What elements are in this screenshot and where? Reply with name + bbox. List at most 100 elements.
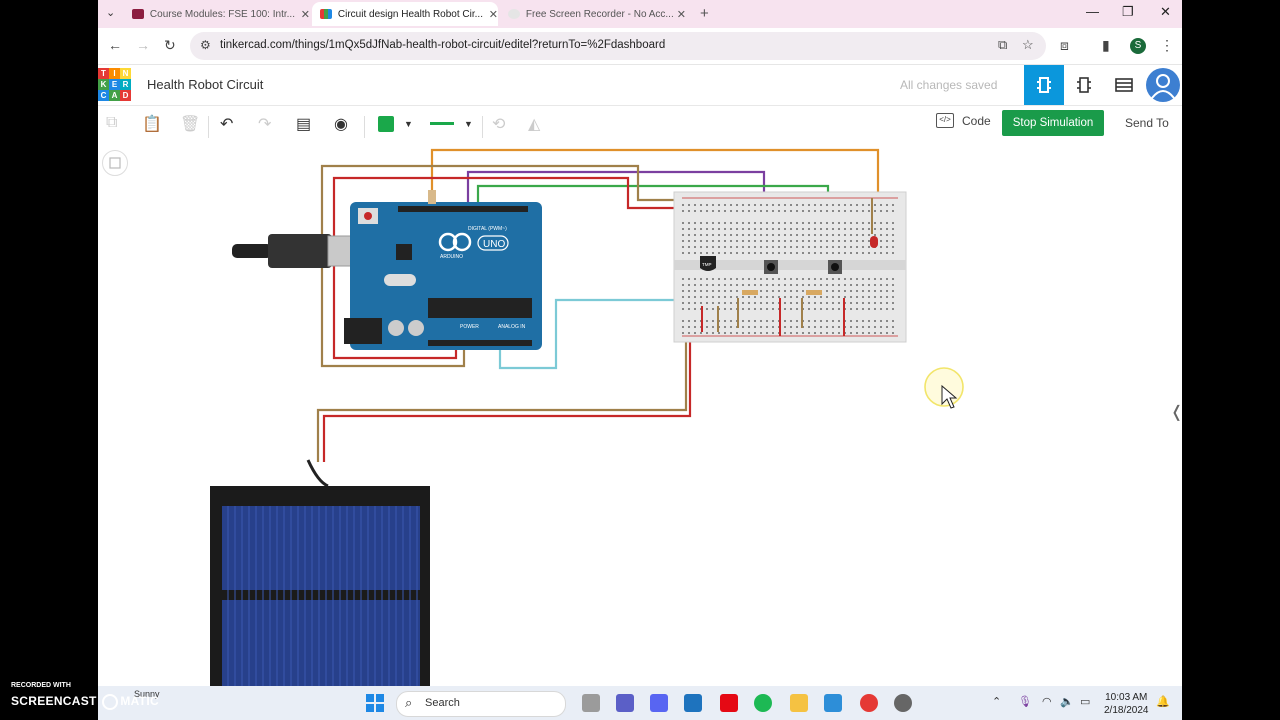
flip-icon[interactable]: ◭ [528,116,541,133]
design-title[interactable]: Health Robot Circuit [147,77,264,92]
circuit-view-button[interactable] [1024,65,1064,105]
power-label: POWER [460,324,479,330]
browser-window: ⌄ Course Modules: FSE 100: Intr... ✕ Cir… [98,0,1182,686]
tab-search-icon[interactable]: ⌄ [106,7,116,19]
zoom-to-fit-button[interactable] [102,150,128,176]
battery-icon[interactable]: ▭ [1080,696,1091,708]
weather-widget[interactable]: Sunny [134,689,160,700]
settings-app-icon[interactable] [824,694,842,712]
spotify-icon[interactable] [754,694,772,712]
windows-start-icon[interactable] [366,694,384,712]
mouse-cursor-icon [941,384,958,409]
reload-icon[interactable]: ↻ [164,37,176,53]
tab-bar: ⌄ Course Modules: FSE 100: Intr... ✕ Cir… [98,0,1182,28]
tab-course-modules[interactable]: Course Modules: FSE 100: Intr... ✕ [124,2,310,26]
usb-cable[interactable] [232,234,381,268]
menu-dots-icon[interactable]: ⋮ [1160,37,1174,53]
logo-letter: K [98,79,109,90]
tab-title: Course Modules: FSE 100: Intr... [149,8,295,20]
close-icon[interactable]: ✕ [488,8,498,21]
back-icon[interactable]: ← [108,37,122,53]
component-list-button[interactable] [1104,65,1144,105]
wire-brown-top[interactable] [320,164,690,356]
close-icon[interactable]: ✕ [676,8,686,21]
wifi-icon[interactable]: ◠ [1042,696,1052,708]
breadboard[interactable]: TMP [673,191,907,343]
recorder-icon[interactable] [894,694,912,712]
extensions-icon[interactable]: ⧈ [1060,37,1069,53]
watermark-brand-text: SCREENCAST [11,694,97,709]
send-to-button[interactable]: Send To [1125,116,1169,130]
circuit-drawing: UNO ARDUINO DIGITAL (PWM~) POWER ANALOG … [210,148,964,686]
wire-cyan[interactable] [498,298,710,370]
wire-red-5v[interactable] [332,346,458,360]
circuit-canvas[interactable]: ❬ [98,142,1182,686]
profile-avatar[interactable]: S [1130,38,1146,54]
schematic-view-button[interactable] [1064,65,1104,105]
redo-icon[interactable]: ↷ [258,116,272,133]
chevron-up-icon[interactable]: ⌃ [992,696,1002,708]
close-window-icon[interactable]: ✕ [1160,4,1171,19]
save-status: All changes saved [900,78,998,92]
rotate-icon[interactable]: ⟲ [492,116,506,133]
volume-icon[interactable]: 🔈 [1060,696,1074,708]
maximize-icon[interactable]: ❐ [1122,4,1134,19]
wire-orange[interactable] [430,148,880,202]
url-field[interactable]: ⚙ tinkercad.com/things/1mQx5dJfNab-healt… [190,32,1046,60]
tinkercad-logo[interactable]: T I N K E R C A D [98,68,131,101]
solar-panel[interactable] [210,459,430,686]
wire-brown-gnd[interactable] [320,346,466,368]
arduino-brand-label: ARDUINO [440,254,463,260]
temperature-sensor[interactable] [700,256,716,271]
new-tab-icon[interactable]: + [700,5,709,22]
resistor[interactable] [806,290,822,295]
tab-tinkercad[interactable]: Circuit design Health Robot Cir... ✕ [312,2,498,26]
minimize-icon[interactable]: — [1086,4,1099,19]
wire-solar-brown[interactable] [316,332,688,462]
chat-icon[interactable] [616,694,634,712]
tab-screen-recorder[interactable]: Free Screen Recorder - No Acc... ✕ [500,2,686,26]
windows-logo [366,694,384,712]
resistor[interactable] [428,190,436,204]
annotation-icon[interactable]: ◉ [334,116,348,133]
delete-icon[interactable]: 🗑 [180,116,201,133]
wire-type-swatch[interactable] [430,122,454,125]
notification-bell-icon[interactable]: 🔔 [1156,696,1170,708]
code-icon: </> [936,113,954,128]
weather-text: Sunny [134,689,160,699]
code-button[interactable]: </> Code [936,113,991,128]
chrome-icon[interactable] [860,694,878,712]
forward-icon[interactable]: → [136,37,150,53]
microphone-icon[interactable]: 🎙 [1018,696,1032,708]
user-icon [1151,74,1175,99]
task-view-icon[interactable] [582,694,600,712]
taskbar-search[interactable]: ⌕ Search [396,691,566,717]
resistor[interactable] [742,290,758,295]
uno-label: UNO [483,239,505,250]
system-clock[interactable]: 10:03 AM 2/18/2024 [1104,691,1149,717]
copy-icon[interactable]: ⧉ [106,114,118,131]
recorder-icon [508,9,520,19]
side-panel-icon[interactable]: ▮ [1102,37,1110,53]
arduino-uno[interactable]: UNO ARDUINO DIGITAL (PWM~) POWER ANALOG … [344,202,542,350]
chevron-down-icon[interactable]: ▼ [464,119,473,129]
wire-color-swatch[interactable] [378,116,394,132]
site-settings-icon[interactable]: ⚙ [200,38,211,52]
logo-letter: A [109,90,120,101]
install-app-icon[interactable]: ⧉ [998,37,1008,52]
red-led[interactable] [870,236,878,248]
bookmark-star-icon[interactable]: ☆ [1022,37,1034,52]
file-explorer-icon[interactable] [790,694,808,712]
undo-icon[interactable]: ↶ [220,116,234,133]
netflix-icon[interactable] [720,694,738,712]
paste-icon[interactable]: 📋 [142,116,162,133]
discord-icon[interactable] [650,694,668,712]
wire-solar-red[interactable] [322,332,692,462]
user-avatar[interactable] [1146,68,1180,102]
notes-icon[interactable]: ▤ [296,116,312,133]
app-icon[interactable] [684,694,702,712]
chevron-down-icon[interactable]: ▼ [404,119,413,129]
panel-toggle-icon[interactable]: ❬ [1170,402,1182,422]
close-icon[interactable]: ✕ [300,8,310,21]
stop-simulation-button[interactable]: Stop Simulation [1002,110,1104,136]
